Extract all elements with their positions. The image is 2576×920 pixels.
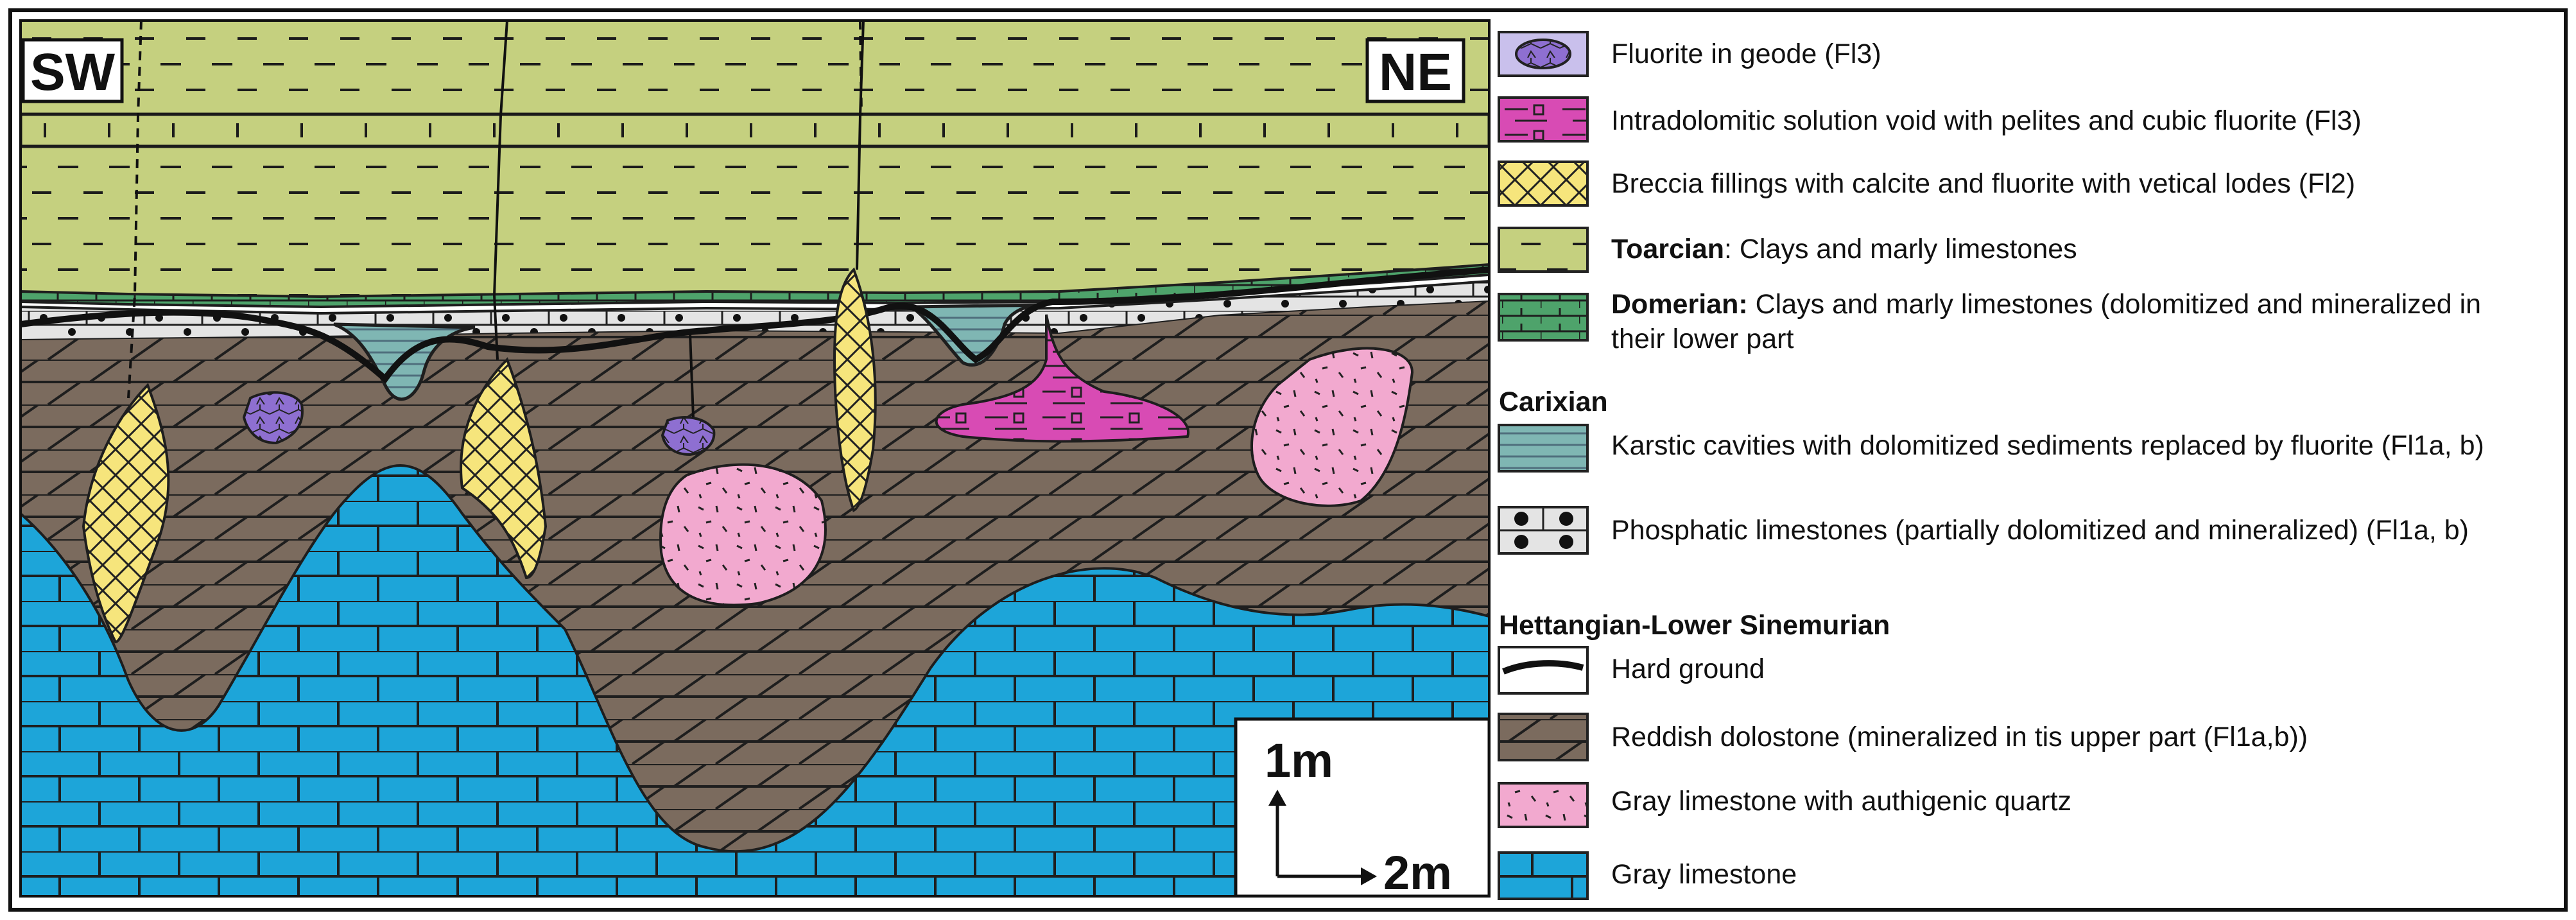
- toarcian-band: [21, 112, 1489, 148]
- ne-label-box: [1365, 38, 1465, 103]
- gray-limestone-layer: [21, 464, 1489, 896]
- svg-text:Toarcian: Clays and marly lime: Toarcian: Clays and marly limestones: [1611, 234, 2077, 265]
- legend-label-dolostone: Reddish dolostone (mineralized in tis up…: [1611, 722, 2308, 752]
- scale-label-horizontal: 2m: [1383, 846, 1452, 899]
- sw-label-box: [21, 38, 124, 103]
- quartz-limestone-body-1: [659, 463, 827, 607]
- legend-header-carixian: Carixian: [1499, 386, 1608, 417]
- legend: Fluorite in geode (Fl3) Intradolomitic s…: [1498, 31, 2484, 900]
- legend-label-gray-limestone: Gray limestone: [1611, 859, 1797, 890]
- legend-item-quartz: Gray limestone with authigenic quartz: [1498, 782, 2071, 828]
- legend-item-breccia: Breccia fillings with calcite and fluori…: [1498, 161, 2355, 207]
- legend-item-toarcian: Toarcian: Clays and marly limestones: [1498, 227, 2077, 273]
- legend-bold-domerian: Domerian:: [1611, 289, 1748, 320]
- geode-1: [242, 391, 304, 445]
- legend-item-hardground: Hard ground: [1498, 646, 1765, 695]
- scale-label-vertical: 1m: [1265, 734, 1333, 787]
- breccia-filling-1: [82, 383, 170, 644]
- legend-bold-toarcian: Toarcian: [1611, 234, 1724, 265]
- legend-label-phosphatic: Phosphatic limestones (partially dolomit…: [1611, 515, 2469, 546]
- geode-2: [661, 416, 716, 456]
- legend-item-gray-limestone: Gray limestone: [1498, 851, 1797, 900]
- breccia-filling-3: [833, 267, 877, 512]
- legend-label-geode: Fluorite in geode (Fl3): [1611, 39, 1881, 69]
- legend-item-geode: Fluorite in geode (Fl3): [1498, 31, 1881, 77]
- legend-label-domerian-line2: their lower part: [1611, 324, 1794, 354]
- legend-label-void: Intradolomitic solution void with pelite…: [1611, 105, 2362, 136]
- hard-ground-line: [21, 266, 1489, 384]
- legend-label-karstic: Karstic cavities with dolomitized sedime…: [1611, 430, 2484, 461]
- direction-label-ne: NE: [1379, 43, 1452, 101]
- legend-label-toarcian: : Clays and marly limestones: [1724, 234, 2077, 265]
- legend-header-hettangian: Hettangian-Lower Sinemurian: [1499, 610, 1890, 641]
- cross-section: SW NE 1m 2m: [21, 21, 1489, 899]
- legend-item-phosphatic: Phosphatic limestones (partially dolomit…: [1498, 506, 2469, 555]
- breccia-filling-2: [460, 357, 548, 580]
- legend-item-domerian: Domerian: Clays and marly limestones (do…: [1498, 289, 2481, 354]
- karstic-cavity-2: [906, 303, 1041, 367]
- legend-label-breccia: Breccia fillings with calcite and fluori…: [1611, 168, 2355, 199]
- legend-item-void: Intradolomitic solution void with pelite…: [1498, 96, 2362, 143]
- solution-void: [935, 314, 1190, 443]
- domerian-layer: [21, 263, 1489, 309]
- scale-bar-arrows: [1275, 799, 1367, 878]
- legend-label-domerian: Clays and marly limestones (dolomitized …: [1748, 289, 2481, 320]
- legend-item-karstic: Karstic cavities with dolomitized sedime…: [1498, 424, 2484, 473]
- legend-item-dolostone: Reddish dolostone (mineralized in tis up…: [1498, 713, 2308, 761]
- quartz-limestone-body-2: [1250, 347, 1414, 507]
- faults: [127, 21, 865, 418]
- svg-text:Domerian: Clays and marly lime: Domerian: Clays and marly limestones (do…: [1611, 289, 2481, 320]
- scale-arrow-up-icon: [1268, 790, 1286, 806]
- cross-section-border: [19, 19, 1491, 898]
- legend-label-quartz: Gray limestone with authigenic quartz: [1611, 786, 2071, 817]
- scale-arrow-right-icon: [1361, 867, 1377, 885]
- legend-label-hardground: Hard ground: [1611, 654, 1765, 684]
- direction-label-sw: SW: [30, 43, 116, 101]
